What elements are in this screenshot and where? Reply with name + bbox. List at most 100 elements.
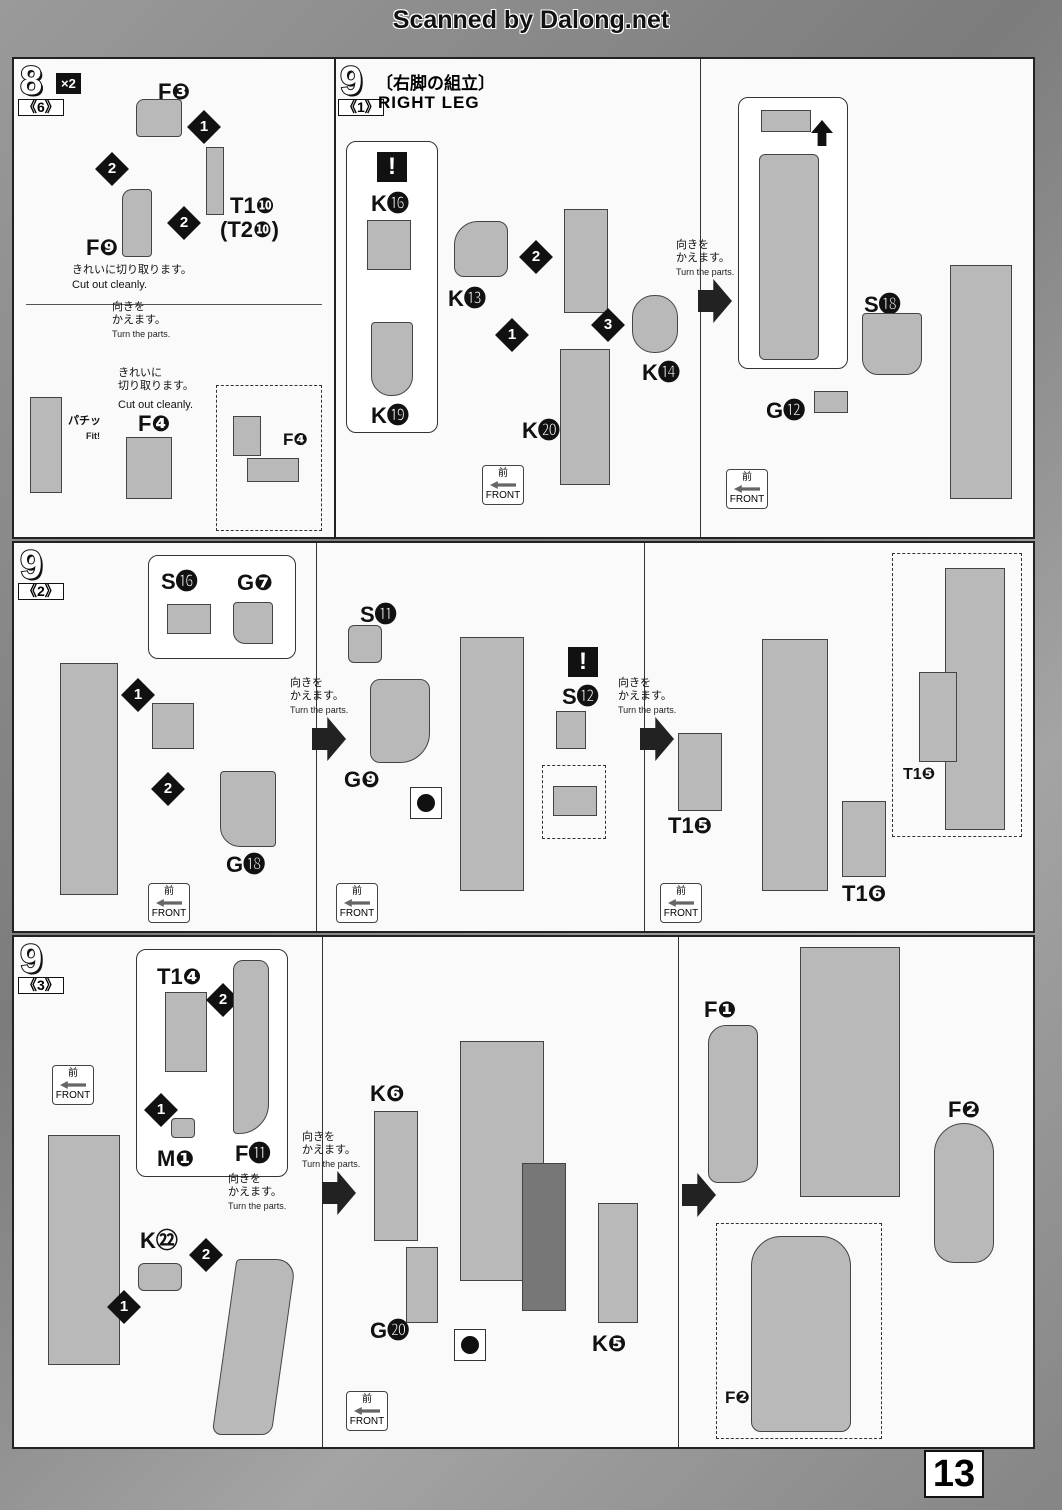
part-leg-drawing	[564, 209, 608, 313]
part-label-k22: K㉒	[140, 1228, 178, 1253]
part-label-t1-5: T1❺	[668, 813, 713, 838]
part-f2-drawing	[934, 1123, 994, 1263]
part-t1-4-drawing	[165, 992, 207, 1072]
front-label: FRONT	[663, 908, 699, 919]
turn-note-jp: 向きを かえます。	[302, 1131, 356, 1156]
part-f9-drawing	[122, 189, 152, 257]
turn-note-en: Turn the parts.	[302, 1159, 361, 1169]
turn-note-en: Turn the parts.	[112, 329, 171, 339]
part-label-f4: F❹	[138, 411, 171, 436]
next-arrow-icon	[322, 1171, 356, 1215]
step-marker: 2	[519, 240, 553, 274]
part-g20-drawing	[406, 1247, 438, 1323]
fit-jp: パチッ	[68, 415, 101, 427]
arrow-up-icon	[811, 120, 833, 146]
tip-icon	[410, 787, 442, 819]
callout-box: ! K⓰ K⓳	[346, 141, 438, 433]
front-label: FRONT	[729, 494, 765, 505]
step-marker: 3	[591, 308, 625, 342]
part-leg-assembly-drawing	[800, 947, 900, 1197]
part-assembly-drawing	[751, 1236, 851, 1432]
step-marker: 1	[121, 678, 155, 712]
part-leg-assembly-drawing	[460, 1041, 544, 1281]
part-f4-drawing	[126, 437, 172, 499]
part-label-t1-6: T1❻	[842, 881, 887, 906]
callout-box: T1❹ 2 1 M❶ F⓫	[136, 949, 288, 1177]
front-label: FRONT	[55, 1090, 91, 1101]
front-label: FRONT	[485, 490, 521, 501]
part-label-s12: S⓬	[562, 684, 599, 709]
part-leg-frame-drawing	[759, 154, 819, 360]
tip-icon	[454, 1329, 486, 1361]
step-marker: 1	[495, 318, 529, 352]
part-k13-drawing	[454, 221, 508, 277]
substep-label: 《6》	[18, 99, 64, 116]
part-t1-6-drawing	[842, 801, 886, 877]
part-label-f4: F❹	[283, 430, 308, 449]
part-k20-drawing	[560, 349, 610, 485]
front-kanji: 前	[68, 1068, 78, 1079]
divider	[678, 937, 679, 1447]
part-label-f1: F❶	[704, 997, 737, 1022]
detail-box	[542, 765, 606, 839]
part-f1-drawing	[708, 1025, 758, 1183]
part-label-k16: K⓰	[371, 191, 409, 216]
part-assembly-drawing	[30, 397, 62, 493]
part-t1-5-drawing	[919, 672, 957, 762]
part-f11-drawing	[233, 960, 269, 1134]
part-label-k20: K⓴	[522, 418, 560, 443]
part-label-s16: S⓰	[161, 569, 198, 594]
part-label-f11: F⓫	[235, 1141, 271, 1166]
step-9-number: 9	[19, 543, 43, 587]
section-title-jp: 〔右脚の組立〕	[376, 74, 495, 93]
part-label-t2-10: (T2❿)	[220, 217, 279, 242]
part-blade-drawing	[522, 1163, 566, 1311]
part-drawing	[233, 416, 261, 456]
warning-icon: !	[568, 647, 598, 677]
part-label-k19: K⓳	[371, 403, 409, 428]
part-leg-assembly-drawing	[762, 639, 828, 891]
part-leg-assembly-drawing	[48, 1135, 120, 1365]
page-number: 13	[924, 1450, 984, 1498]
part-k5-drawing	[598, 1203, 638, 1323]
part-k19-drawing	[371, 322, 413, 396]
step-9-number: 9	[19, 937, 43, 981]
part-s16-drawing	[152, 703, 194, 749]
part-leg-assembly-drawing	[950, 265, 1012, 499]
front-kanji: 前	[742, 472, 752, 483]
turn-note-jp: 向きを かえます。	[228, 1173, 282, 1198]
divider	[334, 59, 336, 537]
step-8-number: 8	[19, 59, 43, 103]
part-s18-drawing	[862, 313, 922, 375]
part-k6-drawing	[374, 1111, 418, 1241]
part-s11-drawing	[348, 625, 382, 663]
part-label-g20: G⓴	[370, 1318, 410, 1343]
cut-note-en: Cut out cleanly.	[72, 279, 148, 291]
row-1: 8 ×2 《6》 F❸ 1 T1❿ (T2❿) 2 2 F❾ きれいに切り取りま…	[12, 57, 1035, 539]
front-label: FRONT	[349, 1416, 385, 1427]
turn-note-jp: 向きを かえます。	[618, 677, 672, 702]
next-arrow-icon	[640, 717, 674, 761]
step-marker: 2	[167, 206, 201, 240]
part-label-k6: K❻	[370, 1081, 405, 1106]
cut-note-en: Cut out cleanly.	[118, 399, 194, 411]
part-label-t1-5: T1❺	[903, 766, 936, 783]
part-leg-assembly-drawing	[60, 663, 118, 895]
part-label-g7: G❼	[237, 570, 273, 595]
part-label-k14: K⓮	[642, 360, 680, 385]
part-label-s11: S⓫	[360, 602, 397, 627]
section-title-en: RIGHT LEG	[378, 93, 480, 112]
callout-box: S⓰ G❼	[148, 555, 296, 659]
substep-label: 《1》	[338, 99, 384, 116]
part-g18-drawing	[220, 771, 276, 847]
front-kanji: 前	[352, 886, 362, 897]
part-t1-5-drawing	[678, 733, 722, 811]
multiplier-badge: ×2	[56, 73, 81, 94]
next-arrow-icon	[698, 279, 732, 323]
